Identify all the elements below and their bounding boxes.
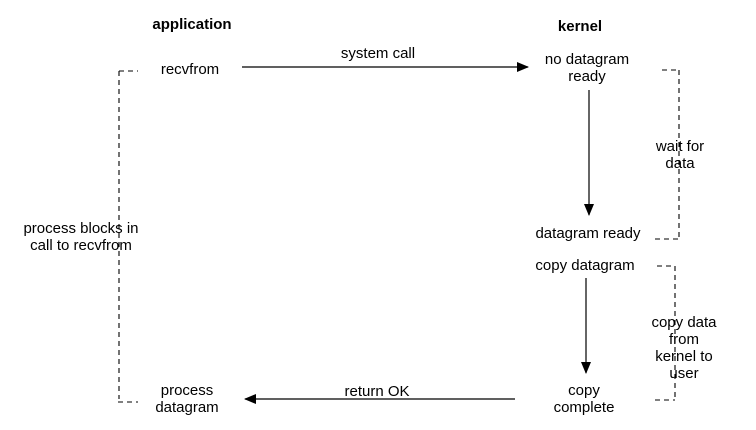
return-ok-caption: return OK [344,383,410,400]
copy-data-dashed-bracket [655,265,676,401]
recvfrom-label: recvfrom [160,61,220,78]
copy-data-annotation: copy data from kernel to user [651,314,717,382]
process-blocks-label: process blocks in call to recvfrom [23,220,139,254]
application-column-header: application [152,16,232,33]
copy-complete-label: copy complete [553,382,615,416]
copy-datagram-label: copy datagram [535,257,635,274]
system-call-caption: system call [340,45,416,62]
process-blocked-dashed-bracket [118,70,138,403]
process-datagram-label: process datagram [155,382,219,416]
no-datagram-ready-label: no datagram ready [544,51,630,85]
wait-for-data-dashed-bracket [655,69,680,240]
datagram-ready-label: datagram ready [535,225,641,242]
wait-for-data-annotation: wait for data [655,138,705,172]
kernel-column-header: kernel [557,18,603,35]
